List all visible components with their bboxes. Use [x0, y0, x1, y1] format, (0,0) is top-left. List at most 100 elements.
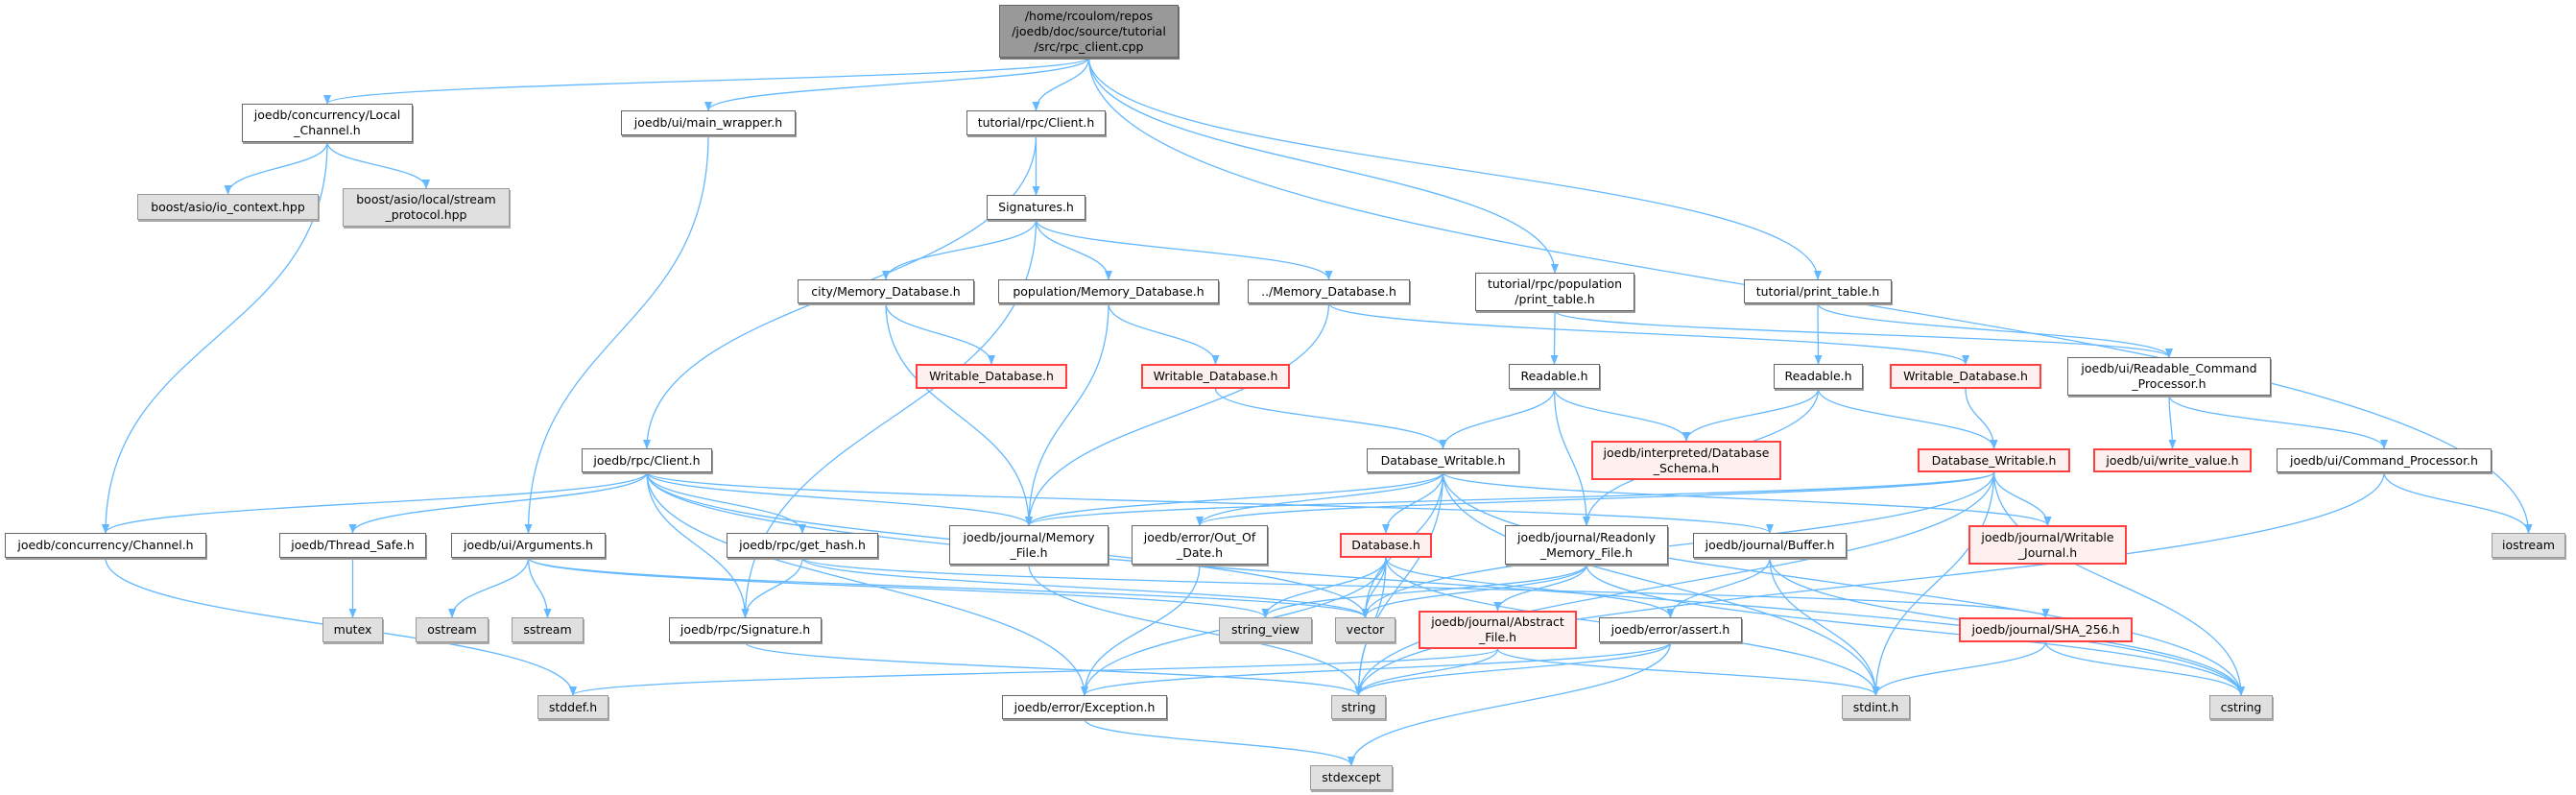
- node-rcp[interactable]: joedb/ui/Readable_Command _Processor.h: [2067, 357, 2271, 396]
- edge-rpc_client-to-memory_file: [646, 471, 1033, 526]
- edge-root-to-pop_print: [1087, 57, 1559, 274]
- edge-database-to-assert: [1385, 557, 1675, 618]
- edge-signatures-to-pop_mdb: [1035, 219, 1112, 280]
- node-exception[interactable]: joedb/error/Exception.h: [1002, 695, 1167, 719]
- edge-dotdot_mdb-to-memory_file: [1025, 302, 1330, 526]
- node-thread-safe[interactable]: joedb/Thread_Safe.h: [279, 533, 426, 558]
- edge-assert-to-stdexcept: [1348, 641, 1672, 766]
- edge-readable2-to-dbw_red: [1817, 388, 1998, 449]
- node-wdb3[interactable]: Writable_Database.h: [1890, 364, 2041, 389]
- edge-city_mdb-to-wdb1: [885, 302, 995, 365]
- edge-readable1-to-schema: [1553, 388, 1690, 442]
- node-string[interactable]: string: [1331, 695, 1386, 719]
- edge-abstract_file-to-stddef: [569, 648, 1499, 696]
- edge-dbw_red-to-cstring: [1992, 471, 2245, 696]
- node-arguments[interactable]: joedb/ui/Arguments.h: [451, 533, 606, 558]
- node-channel[interactable]: joedb/concurrency/Channel.h: [5, 533, 206, 558]
- node-readonly-mf[interactable]: joedb/journal/Readonly _Memory_File.h: [1505, 525, 1668, 565]
- node-write-value[interactable]: joedb/ui/write_value.h: [2093, 448, 2252, 472]
- edge-dbw_red-to-string: [1354, 471, 1995, 696]
- edge-database-to-string_view: [1261, 557, 1387, 618]
- edge-local_channel-to-io_context: [224, 141, 328, 195]
- edge-dotdot_mdb-to-wdb3: [1327, 302, 1969, 365]
- edge-readable1-to-readonly_mf: [1553, 388, 1590, 526]
- node-abstract-file[interactable]: joedb/journal/Abstract _File.h: [1419, 611, 1577, 649]
- node-sstream[interactable]: sstream: [512, 617, 584, 642]
- node-io-context[interactable]: boost/asio/io_context.hpp: [137, 194, 319, 220]
- edge-dbw_red-to-vector: [1361, 471, 1995, 618]
- edge-dbw_white-to-memory_file: [1025, 471, 1444, 526]
- edge-dbw_white-to-out_of_date: [1196, 471, 1444, 526]
- edge-signatures-to-city_mdb: [882, 219, 1038, 280]
- node-writable-journal[interactable]: joedb/journal/Writable _Journal.h: [1968, 525, 2127, 565]
- edge-sha256-to-cstring: [2044, 641, 2245, 696]
- node-stream-protocol[interactable]: boost/asio/local/stream _protocol.hpp: [343, 188, 510, 227]
- node-wdb1[interactable]: Writable_Database.h: [916, 364, 1067, 389]
- edge-sha256-to-stdint: [1872, 641, 2047, 696]
- node-rpc-client[interactable]: joedb/rpc/Client.h: [582, 448, 712, 472]
- node-dotdot-mdb[interactable]: ../Memory_Database.h: [1248, 279, 1410, 303]
- edge-signatures-to-dotdot_mdb: [1035, 219, 1333, 280]
- node-pop-mdb[interactable]: population/Memory_Database.h: [998, 279, 1219, 303]
- node-wdb2[interactable]: Writable_Database.h: [1141, 364, 1290, 389]
- node-ostream[interactable]: ostream: [416, 617, 489, 642]
- edge-rcp-to-write_value: [2168, 395, 2177, 449]
- edge-cmd_proc-to-string: [1354, 471, 2385, 696]
- node-tut-client[interactable]: tutorial/rpc/Client.h: [966, 110, 1106, 135]
- edge-abstract_file-to-stdint: [1496, 648, 1880, 696]
- edge-root-to-tut_client: [1032, 57, 1090, 111]
- node-stddef[interactable]: stddef.h: [537, 695, 608, 719]
- edge-cmd_proc-to-iostream: [2383, 471, 2533, 534]
- edge-signature-to-string: [744, 641, 1363, 696]
- node-string-view[interactable]: string_view: [1219, 617, 1312, 642]
- node-root[interactable]: /home/rcoulom/repos /joedb/doc/source/tu…: [999, 5, 1179, 58]
- node-buffer[interactable]: joedb/journal/Buffer.h: [1693, 533, 1847, 558]
- node-readable1[interactable]: Readable.h: [1509, 364, 1600, 389]
- edge-pop_mdb-to-wdb2: [1108, 302, 1220, 365]
- node-iostream[interactable]: iostream: [2492, 533, 2565, 558]
- edge-assert-to-exception: [1081, 641, 1672, 696]
- edge-local_channel-to-stream_protocol: [326, 141, 430, 189]
- node-print-table[interactable]: tutorial/print_table.h: [1744, 279, 1892, 303]
- edge-city_mdb-to-memory_file: [885, 302, 1033, 526]
- edge-root-to-local_channel: [323, 57, 1090, 105]
- node-mutex[interactable]: mutex: [322, 617, 383, 642]
- edge-rpc_client-to-channel: [102, 471, 648, 534]
- node-dbw-red[interactable]: Database_Writable.h: [1918, 448, 2070, 472]
- edge-pop_print-to-readable1: [1550, 310, 1559, 365]
- edge-abstract_file-to-string: [1354, 648, 1499, 696]
- node-vector[interactable]: vector: [1335, 617, 1395, 642]
- node-get-hash[interactable]: joedb/rpc/get_hash.h: [727, 533, 878, 558]
- edge-readonly_mf-to-string_view: [1261, 564, 1587, 618]
- edge-rpc_client-to-exception: [646, 471, 1088, 696]
- node-cmd-proc[interactable]: joedb/ui/Command_Processor.h: [2277, 448, 2492, 472]
- edge-rpc_client-to-cstring: [646, 471, 2245, 696]
- node-database[interactable]: Database.h: [1340, 533, 1432, 558]
- node-main-wrapper[interactable]: joedb/ui/main_wrapper.h: [621, 110, 796, 135]
- edge-rpc_client-to-get_hash: [646, 471, 806, 534]
- node-stdexcept[interactable]: stdexcept: [1310, 765, 1393, 790]
- node-signature[interactable]: joedb/rpc/Signature.h: [669, 617, 822, 642]
- edge-main_wrapper-to-arguments: [524, 134, 709, 534]
- node-stdint[interactable]: stdint.h: [1842, 695, 1910, 719]
- edge-readonly_mf-to-abstract_file: [1493, 564, 1587, 612]
- node-signatures[interactable]: Signatures.h: [987, 195, 1085, 220]
- node-cstring[interactable]: cstring: [2209, 695, 2273, 719]
- node-readable2[interactable]: Readable.h: [1774, 364, 1863, 389]
- node-out-of-date[interactable]: joedb/error/Out_Of _Date.h: [1132, 525, 1268, 565]
- node-city-mdb[interactable]: city/Memory_Database.h: [798, 279, 974, 303]
- node-local-channel[interactable]: joedb/concurrency/Local _Channel.h: [242, 104, 413, 142]
- edge-print_table-to-readable2: [1814, 302, 1823, 365]
- edge-wdb3-to-dbw_red: [1965, 388, 1998, 449]
- node-pop-print[interactable]: tutorial/rpc/population /print_table.h: [1475, 273, 1634, 311]
- edge-get_hash-to-signature: [741, 557, 803, 618]
- edge-dbw_red-to-writable_journal: [1992, 471, 2052, 526]
- edge-rpc_client-to-buffer: [646, 471, 1774, 534]
- edge-rpc_client-to-thread_safe: [348, 471, 648, 534]
- node-dbw-white[interactable]: Database_Writable.h: [1367, 448, 1519, 472]
- node-sha256[interactable]: joedb/journal/SHA_256.h: [1959, 617, 2133, 642]
- node-schema[interactable]: joedb/interpreted/Database _Schema.h: [1591, 441, 1781, 480]
- node-memory-file[interactable]: joedb/journal/Memory _File.h: [949, 525, 1109, 565]
- node-assert[interactable]: joedb/error/assert.h: [1599, 617, 1742, 642]
